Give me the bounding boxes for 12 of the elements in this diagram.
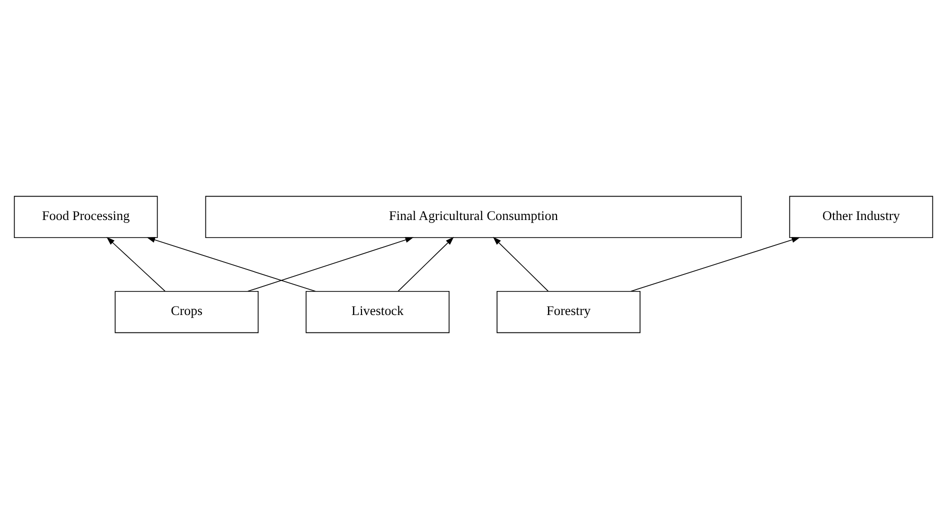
node-box: Other Industry <box>789 196 934 238</box>
arrow <box>398 236 454 292</box>
arrow <box>247 237 414 292</box>
node-box: Crops <box>114 290 259 334</box>
arrow <box>106 236 166 292</box>
node-box: Food Processing <box>14 196 158 238</box>
arrow <box>492 236 549 292</box>
node-box: Final Agricultural Consumption <box>205 196 742 238</box>
node-box: Forestry <box>496 290 640 334</box>
arrow <box>146 237 316 292</box>
arrow <box>630 237 800 292</box>
node-box: Livestock <box>306 290 450 334</box>
